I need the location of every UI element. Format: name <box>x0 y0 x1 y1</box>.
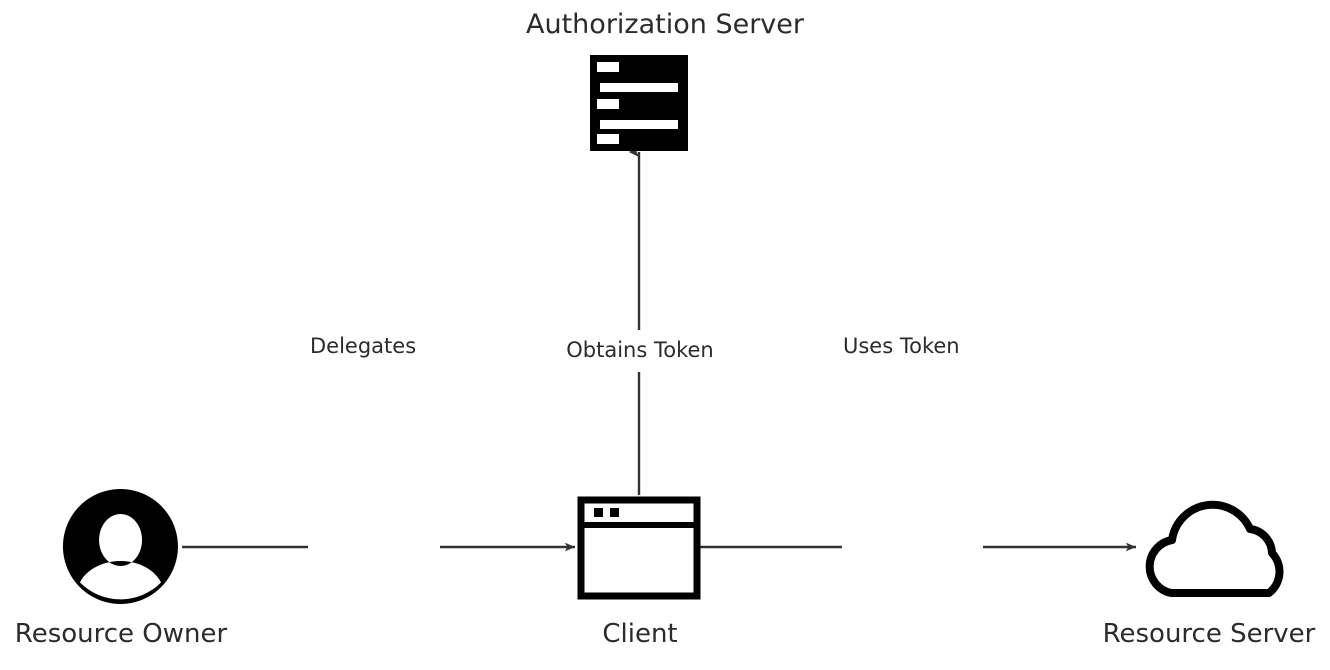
edge-label-obtains-token: Obtains Token <box>540 337 740 364</box>
page-title: Authorization Server <box>526 9 804 40</box>
cloud-icon <box>1145 500 1284 597</box>
user-avatar-icon <box>62 489 178 604</box>
edge-label-delegates: Delegates <box>303 336 424 357</box>
node-caption-resource-server: Resource Server <box>1102 619 1316 649</box>
node-caption-client: Client <box>602 619 678 649</box>
edge-label-uses-token: Uses Token <box>836 336 967 357</box>
browser-window-icon <box>577 496 701 600</box>
server-rack-icon <box>590 55 688 151</box>
node-caption-resource-owner: Resource Owner <box>14 619 228 649</box>
